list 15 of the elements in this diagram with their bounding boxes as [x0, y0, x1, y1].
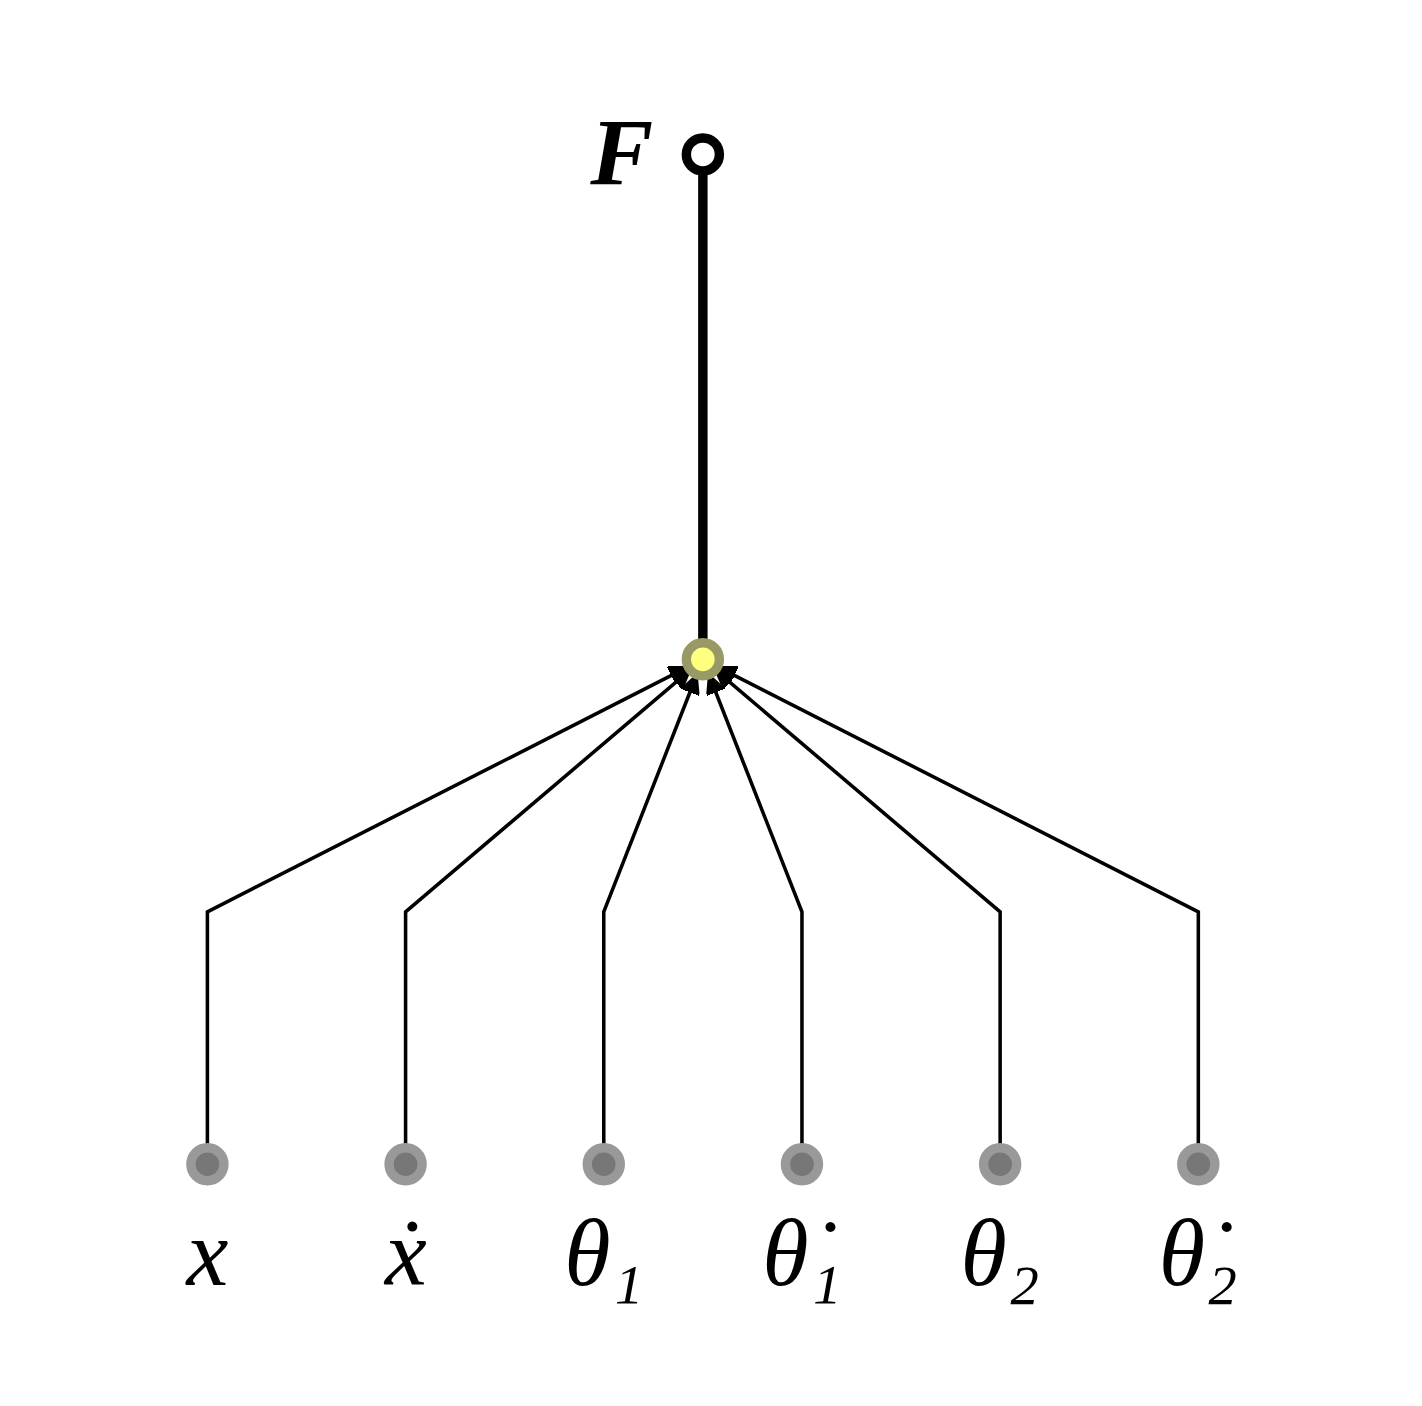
node-circle	[681, 133, 725, 176]
variable-label: θ̇₁	[762, 1200, 842, 1305]
node-circle	[780, 1143, 824, 1186]
node-circle	[978, 1143, 1022, 1186]
node-circle	[384, 1143, 427, 1186]
node-circle	[681, 638, 725, 681]
variable-label: x	[186, 1200, 229, 1305]
variable-label: ẋ	[384, 1200, 427, 1305]
variable-label: θ₁	[564, 1200, 644, 1305]
variable-label: θ₂	[960, 1200, 1040, 1305]
node-circle	[186, 1143, 229, 1186]
node-circle	[582, 1143, 625, 1186]
node-circle	[1177, 1143, 1220, 1186]
variable-label: F	[590, 101, 654, 206]
variable-label: θ̇₂	[1158, 1200, 1238, 1305]
